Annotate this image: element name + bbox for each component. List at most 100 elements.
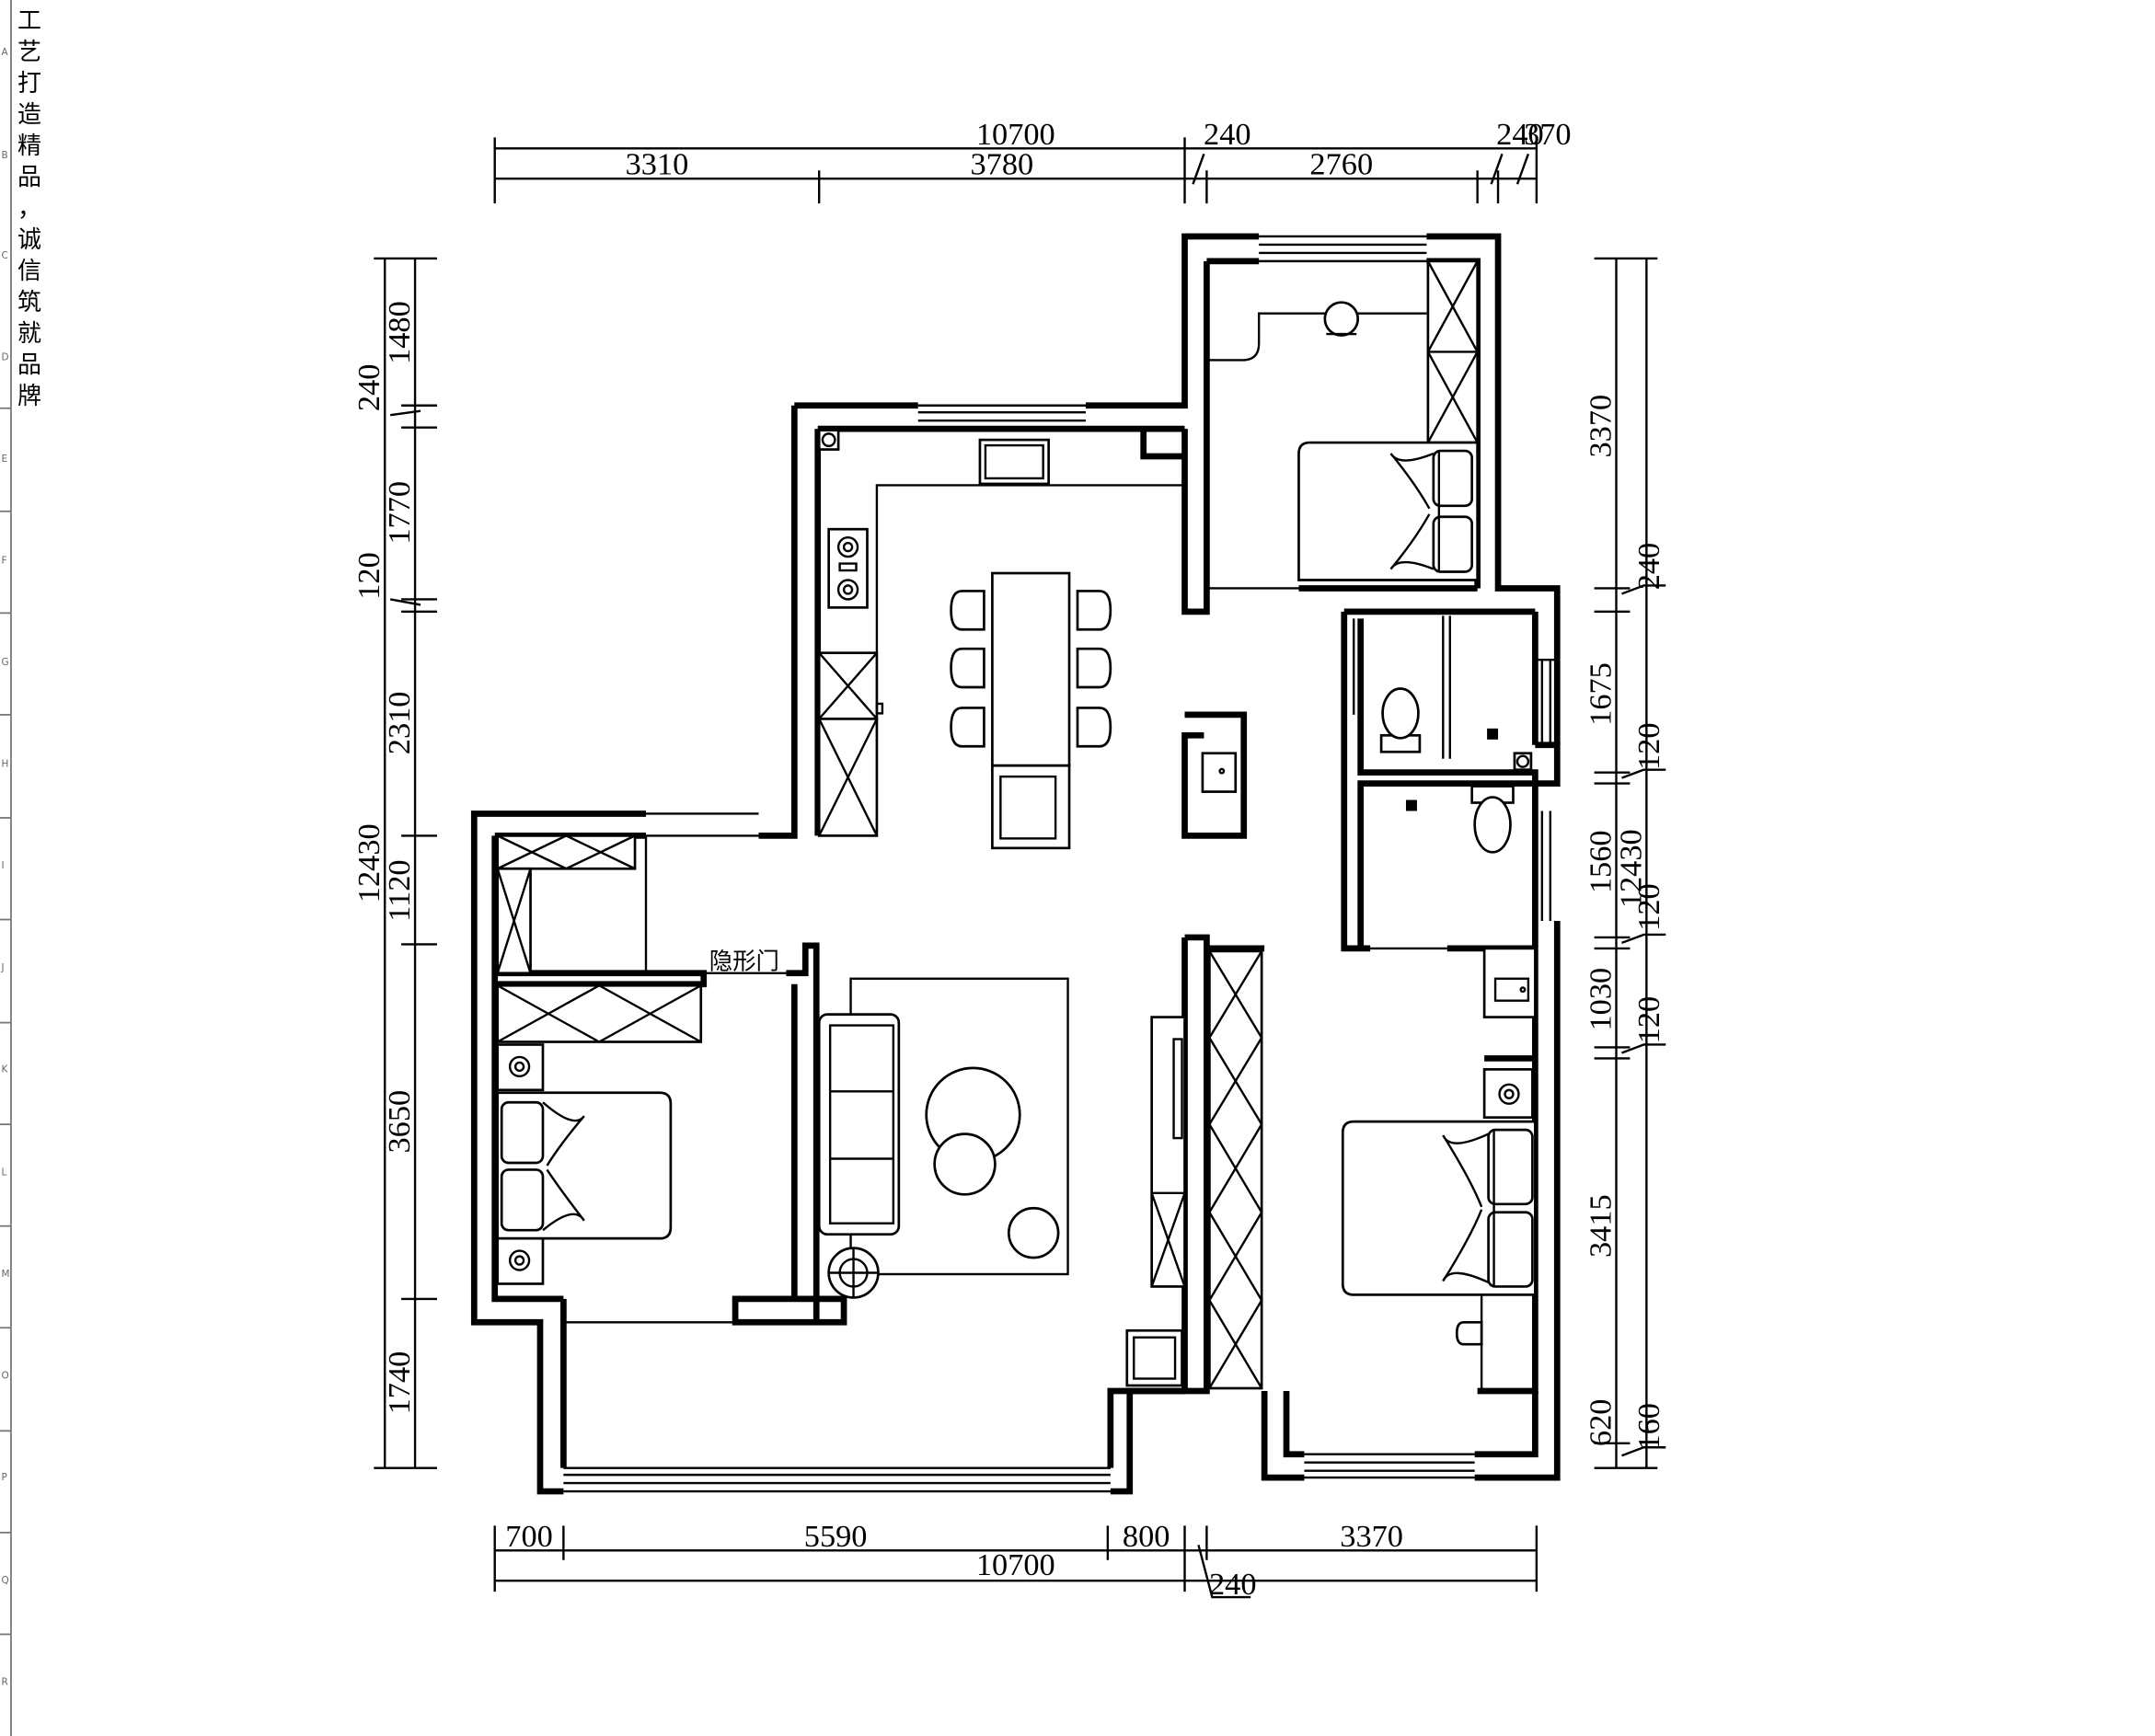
floor-drain <box>1405 799 1417 811</box>
margin-letter: G <box>1 657 8 668</box>
island-sink <box>991 764 1071 850</box>
dim-top-3: 2760 <box>1309 147 1373 182</box>
dim-top-4: 370 <box>1524 117 1572 152</box>
dim-top-total: 10700 <box>976 117 1055 152</box>
master-bedroom <box>1208 947 1537 1390</box>
dim-left-4: 1120 <box>382 859 417 921</box>
dim-right-2: 1675 <box>1584 662 1619 726</box>
hidden-door-label: 隐形门 <box>709 947 779 974</box>
dim-top-2: 3780 <box>971 147 1034 182</box>
wardrobe <box>496 834 703 1043</box>
wardrobe <box>1208 949 1263 1390</box>
slogan-char: 精 <box>17 132 41 160</box>
dim-left-1: 1480 <box>382 301 417 364</box>
tv-cabinet <box>1150 1016 1186 1288</box>
kitchen-sink <box>978 438 1050 486</box>
dim-right-wall-4: 120 <box>1631 996 1666 1044</box>
bedroom-left: 隐形门 <box>496 834 787 1285</box>
dim-right-3: 1560 <box>1584 830 1619 893</box>
margin-letter: Q <box>1 1575 8 1586</box>
dimension-top: 10700 3310 3780 240 2760 240 370 <box>493 117 1572 204</box>
dim-left-total: 12430 <box>351 823 386 902</box>
margin-letter: F <box>1 556 6 567</box>
margin-letter: E <box>1 454 7 465</box>
nightstand <box>496 1236 545 1285</box>
nightstand <box>1482 1068 1534 1120</box>
margin-letter: L <box>1 1167 6 1178</box>
dim-right-wall-3: 120 <box>1631 883 1666 931</box>
stool <box>1007 1206 1060 1259</box>
slogan-char: 信 <box>17 258 41 285</box>
walls <box>470 233 1561 1495</box>
dim-bottom-2: 5590 <box>804 1519 868 1554</box>
slogan-char: 造 <box>17 101 41 129</box>
floor-lamp <box>827 1247 880 1299</box>
slogan-char: 品 <box>17 351 41 379</box>
side-slogan: 工 艺 打 造 精 品 ， 诚 信 筑 就 品 牌 <box>13 6 46 412</box>
slogan-char: 筑 <box>17 289 41 316</box>
dim-right-5: 3415 <box>1584 1194 1619 1258</box>
wardrobe <box>1426 259 1479 444</box>
double-bed <box>496 1091 673 1240</box>
dim-left-wall-2: 120 <box>351 552 386 600</box>
dim-left-2: 1770 <box>382 481 417 545</box>
dim-right-wall-1: 240 <box>1631 543 1666 591</box>
dim-bottom-wall: 240 <box>1209 1567 1257 1602</box>
dimension-right: 3370 240 1675 120 1560 12430 120 1030 12… <box>1584 257 1666 1469</box>
living-room <box>817 977 1186 1387</box>
nightstand <box>496 1043 545 1092</box>
washbasin <box>1482 947 1537 1018</box>
dim-right-1: 3370 <box>1584 395 1619 458</box>
slogan-char: 工 <box>17 7 41 35</box>
floor-drain <box>1487 728 1499 740</box>
dim-right-6: 620 <box>1584 1399 1619 1447</box>
slogan-char: 就 <box>17 320 41 348</box>
desk <box>1206 301 1427 362</box>
margin-letter: J <box>0 962 4 973</box>
double-bed <box>1341 1120 1537 1296</box>
dining-chairs <box>950 590 1112 748</box>
dim-right-7: 160 <box>1631 1403 1666 1451</box>
toilet <box>1470 785 1515 854</box>
dim-left-3: 2310 <box>382 692 417 755</box>
double-bed <box>1297 441 1479 581</box>
bedroom-top-right <box>1206 259 1479 590</box>
side-table <box>933 1132 997 1196</box>
gas-stove <box>827 527 869 609</box>
margin-frame: A B C D E F G H I J K L M O P Q R <box>0 0 12 1736</box>
dim-left-6: 1740 <box>382 1351 417 1415</box>
dim-left-wall-1: 240 <box>351 364 386 412</box>
margin-letter: M <box>1 1269 9 1280</box>
slogan-char: ， <box>17 195 41 223</box>
dresser <box>1455 1294 1483 1389</box>
slogan-char: 打 <box>17 70 41 98</box>
margin-letter: C <box>1 250 7 261</box>
kitchen <box>817 429 1248 850</box>
dim-bottom-3: 800 <box>1123 1519 1170 1554</box>
dining-table <box>991 571 1071 767</box>
dim-right-total: 12430 <box>1613 829 1648 908</box>
bathrooms <box>1353 615 1533 950</box>
windows <box>563 235 1558 1493</box>
margin-letter: K <box>1 1063 8 1075</box>
dim-bottom-4: 3370 <box>1340 1519 1403 1554</box>
slogan-char: 艺 <box>17 39 41 66</box>
dim-top-1: 3310 <box>626 147 689 182</box>
margin-letter: O <box>1 1371 8 1382</box>
dimension-bottom: 700 5590 800 3370 10700 240 <box>493 1519 1538 1602</box>
margin-letter: A <box>1 47 8 58</box>
margin-letter: R <box>1 1677 7 1688</box>
dim-top-wall-1: 240 <box>1204 117 1251 152</box>
slogan-char: 牌 <box>17 383 41 410</box>
dim-right-4: 1030 <box>1584 968 1619 1031</box>
margin-letter: P <box>1 1472 6 1483</box>
margin-letter: B <box>1 150 7 161</box>
slogan-char: 品 <box>17 164 41 191</box>
dimension-left: 1480 240 1770 120 2310 1120 3650 1740 12… <box>351 257 437 1469</box>
sofa <box>817 1013 901 1236</box>
dim-right-wall-2: 120 <box>1631 723 1666 771</box>
dim-top-wall-2: 240 <box>1496 117 1544 152</box>
toilet <box>1379 687 1422 753</box>
margin-letter: I <box>1 860 4 871</box>
